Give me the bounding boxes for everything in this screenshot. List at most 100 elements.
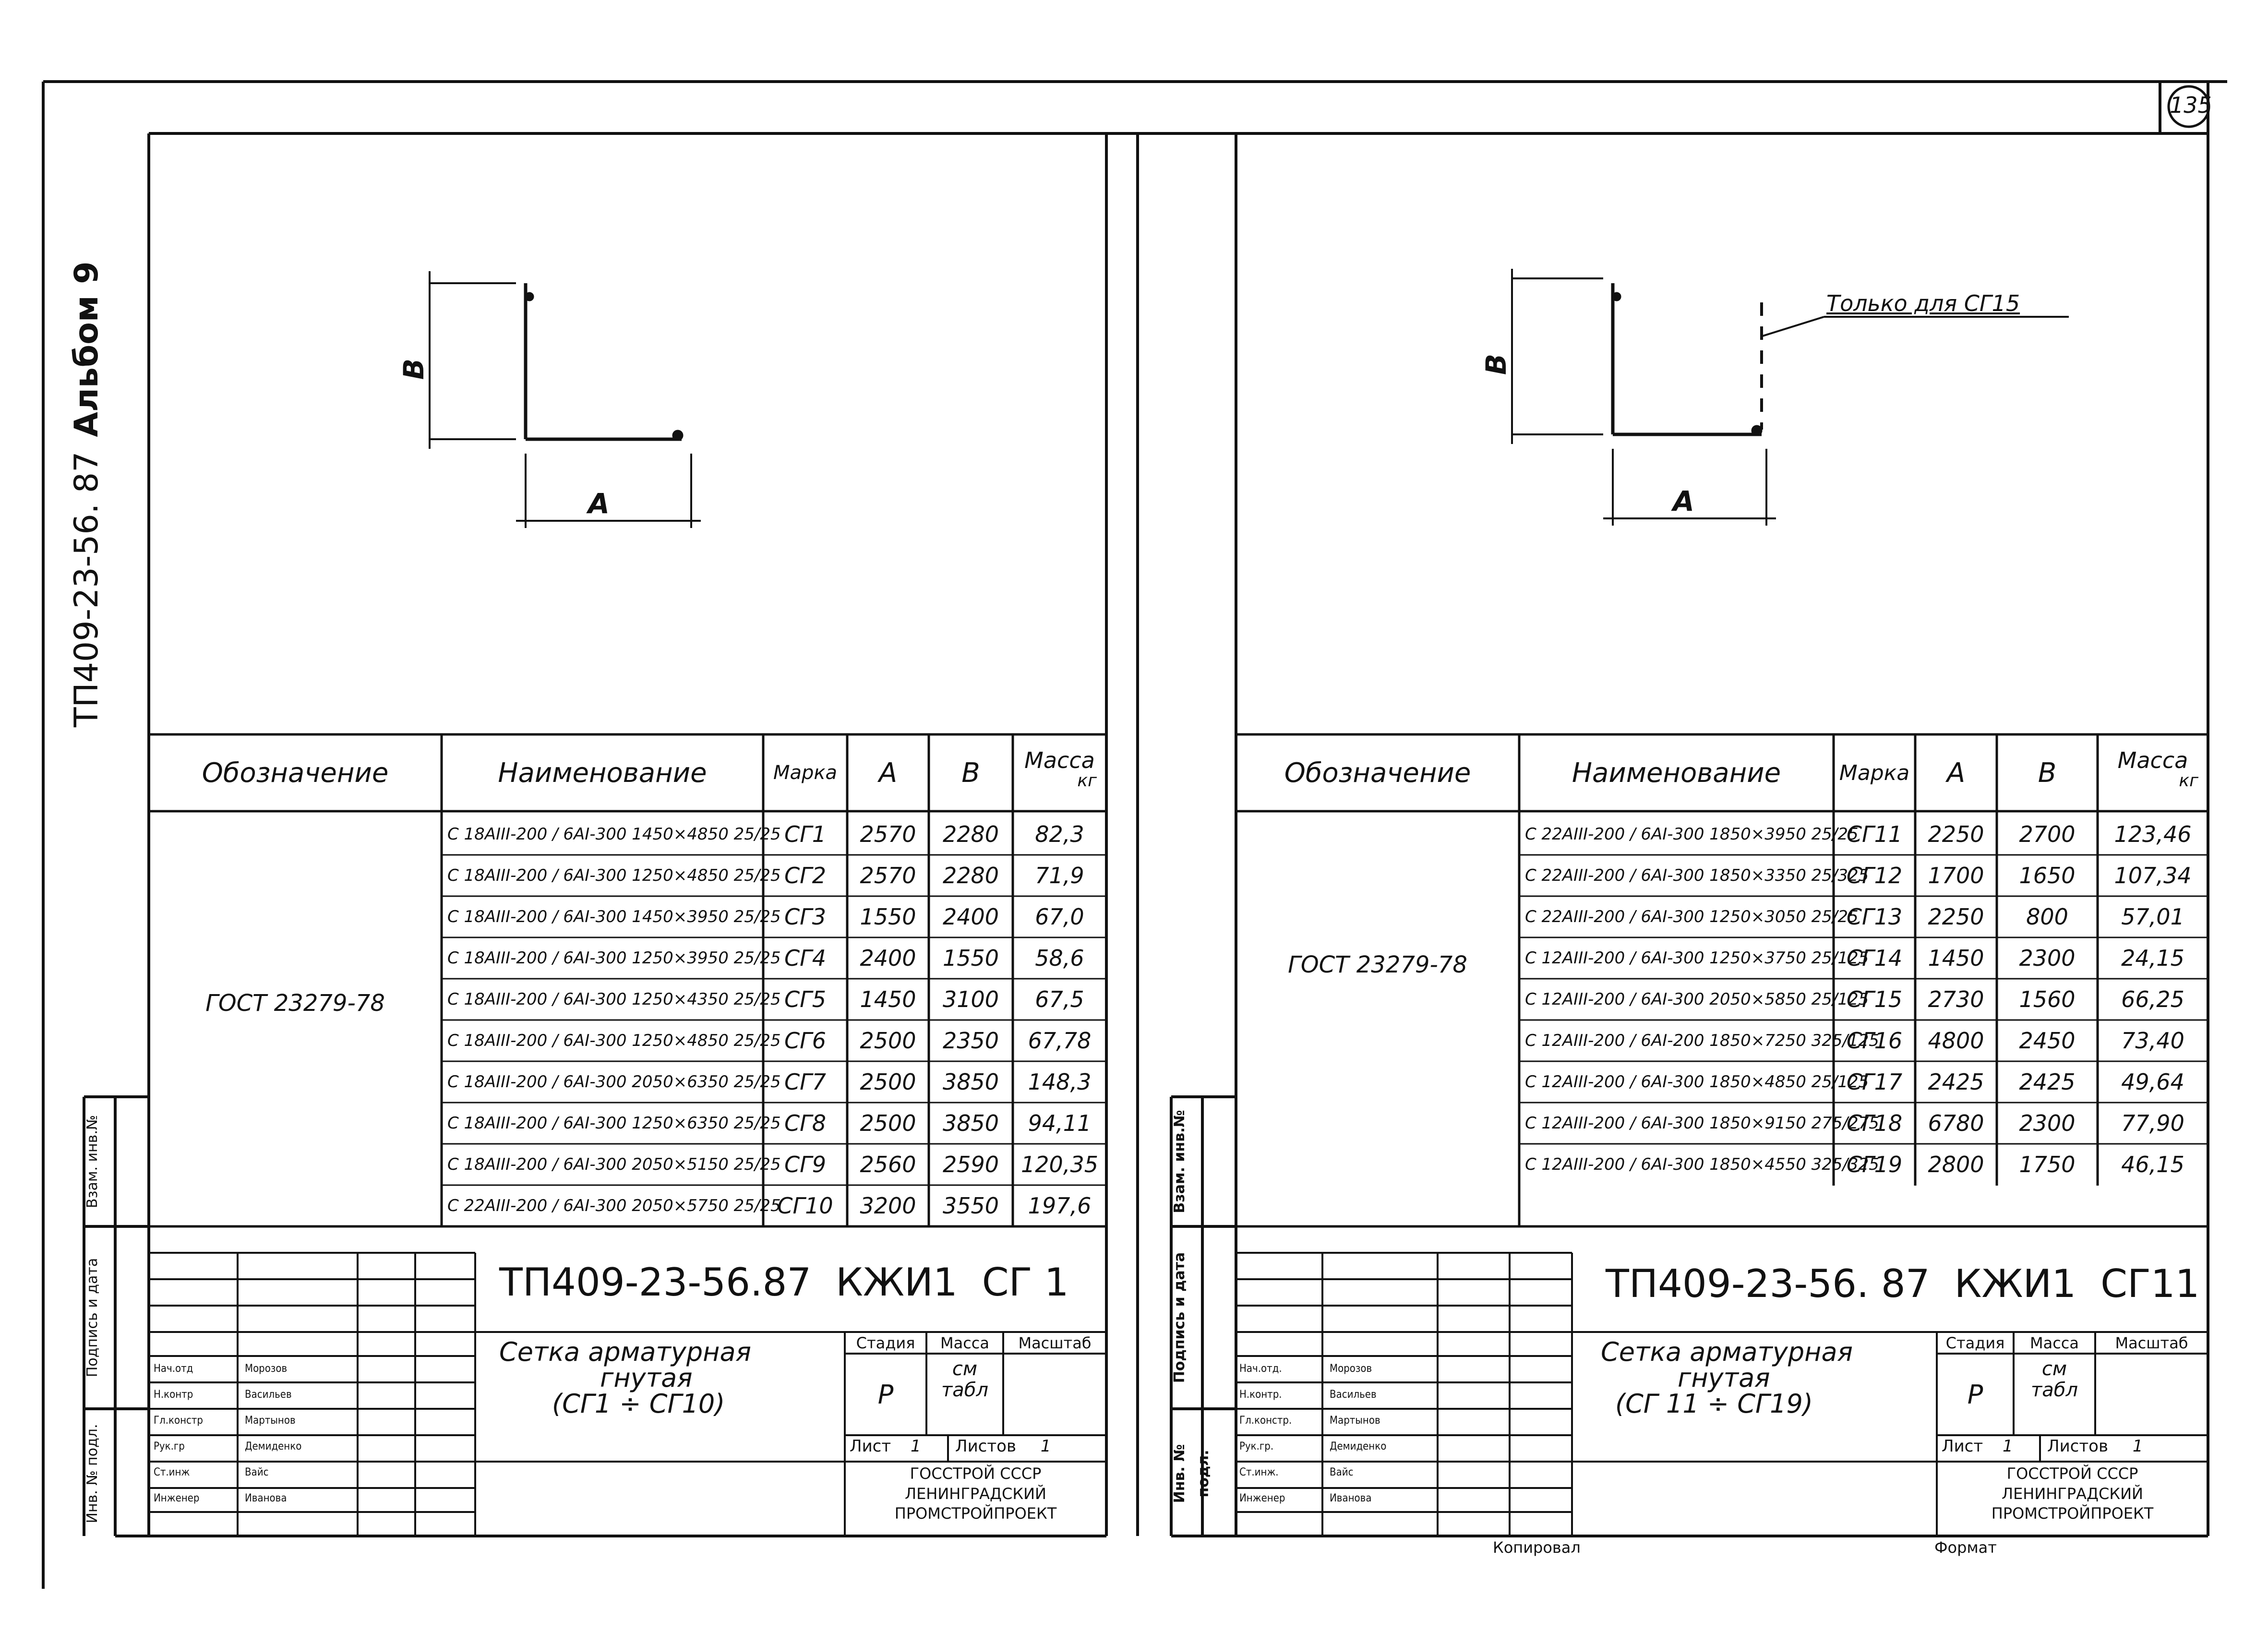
table-cell-b: 2425 [2019,1069,2076,1095]
table-cell-name: C 18AIII-200 / 6AI-300 1250×4850 25/25 [447,1031,781,1050]
staff-role: Ст.инж [154,1466,190,1478]
left-sheet-label: Лист [850,1437,891,1456]
left-dim-a: A [588,487,610,520]
side-stamp: ТП409-23-56. 87 Альбом 9 [65,103,108,727]
table-cell-b: 2590 [942,1152,999,1177]
left-sheet-value: 1 [910,1437,921,1456]
table-cell-mass: 73,40 [2121,1028,2184,1054]
table-cell-a: 2800 [1928,1152,1984,1177]
table-cell-mark: СГ16 [1846,1028,1903,1054]
left-mass-label: Масса [940,1333,989,1352]
table-cell-b: 2280 [942,821,999,847]
table-cell-mark: СГ19 [1846,1152,1903,1177]
footer-format: Формат [1934,1538,1997,1557]
right-side-inv: Инв. № подл. [1171,1444,1212,1503]
table-cell-name: C 18AIII-200 / 6AI-300 2050×6350 25/25 [447,1072,781,1092]
table-cell-mark: СГ17 [1846,1069,1903,1095]
right-code: ТП409-23-56. 87 КЖИ1 СГ11 [1606,1261,2200,1306]
table-cell-mark: СГ9 [784,1152,826,1177]
table-cell-name: C 12AIII-200 / 6AI-300 1250×3750 25/125 [1525,948,1869,968]
left-side-vzam: Взам. инв.№ [84,1115,101,1209]
table-cell-mark: СГ1 [784,821,826,847]
table-cell-mass: 67,78 [1028,1028,1092,1054]
table-cell-b: 2350 [942,1028,999,1054]
right-side-vzam: Взам. инв.№ [1171,1110,1188,1213]
staff-role: Н.контр. [1239,1389,1282,1401]
right-side-podpis: Подпись и дата [1171,1252,1188,1383]
right-sheet-value: 1 [2002,1437,2013,1456]
left-mass-line2: табл [941,1379,989,1401]
table-cell-a: 3200 [860,1193,916,1219]
right-org2: ЛЕНИНГРАДСКИЙ [2002,1484,2143,1503]
right-dim-a: A [1673,485,1694,517]
table-cell-a: 2250 [1928,821,1984,847]
right-sheet-info: Лист 1 [1942,1437,2013,1456]
left-sheets-label: Листов [955,1437,1017,1456]
table-cell-mark: СГ18 [1846,1110,1903,1136]
staff-role: Рук.гр. [1239,1440,1274,1452]
table-cell-mass: 58,6 [1035,945,1084,971]
right-designation: ГОСТ 23279-78 [1288,951,1467,978]
table-cell-name: C 12AIII-200 / 6AI-300 1850×4850 25/125 [1525,1072,1869,1092]
staff-name: Демиденко [1330,1440,1387,1452]
staff-role: Рук.гр [154,1440,185,1452]
left-sheet-info: Лист 1 [850,1437,921,1456]
table-cell-mass: 82,3 [1035,821,1084,847]
table-cell-mass: 120,35 [1021,1152,1098,1177]
left-sheets-value: 1 [1040,1437,1051,1456]
staff-name: Васильев [245,1389,292,1401]
table-cell-mark: СГ3 [784,904,826,930]
table-cell-b: 3100 [942,986,999,1012]
right-mesh-sketch [1611,283,1763,436]
right-mass: см табл [2014,1358,2095,1401]
staff-role: Нач.отд. [1239,1363,1282,1375]
table-cell-mark: СГ5 [784,986,826,1012]
left-scale-label: Масштаб [1018,1333,1092,1352]
side-stamp-code: ТП409-23-56. 87 [67,451,106,727]
left-header-name: Наименование [498,757,707,789]
table-cell-name: C 18AIII-200 / 6AI-300 1450×4850 25/25 [447,825,781,844]
right-dim-b: B [1480,353,1513,375]
table-cell-name: C 22AIII-200 / 6AI-300 1850×3950 25/25 [1525,825,1859,844]
table-cell-a: 2400 [860,945,916,971]
table-cell-mark: СГ7 [784,1069,826,1095]
table-cell-a: 2500 [860,1110,916,1136]
right-sheet-label: Лист [1942,1437,1983,1456]
staff-role: Нач.отд [154,1363,193,1375]
table-cell-b: 800 [2026,904,2068,930]
staff-name: Иванова [245,1492,287,1504]
right-mass-label: Масса [2029,1333,2079,1352]
table-cell-name: C 18AIII-200 / 6AI-300 1250×3950 25/25 [447,948,781,968]
table-cell-b: 2450 [2019,1028,2076,1054]
side-stamp-album: Альбом 9 [67,261,106,437]
left-sheets-info: Листов 1 [955,1437,1051,1456]
right-org: ГОССТРОЙ СССР ЛЕНИНГРАДСКИЙ ПРОМСТРОЙПРО… [1937,1464,2208,1524]
table-cell-a: 2500 [860,1028,916,1054]
left-header-designation: Обозначение [202,757,389,789]
table-cell-name: C 22AIII-200 / 6AI-300 1850×3350 25/325 [1525,866,1869,885]
right-header-mass-label: Масса [2117,747,2188,773]
left-header-mass-unit: кг [1077,771,1097,791]
right-sheets-value: 1 [2132,1437,2143,1456]
table-cell-mass: 197,6 [1028,1193,1092,1219]
table-cell-a: 6780 [1928,1110,1984,1136]
table-cell-name: C 18AIII-200 / 6AI-300 1250×6350 25/25 [447,1114,781,1133]
table-cell-mark: СГ15 [1846,986,1903,1012]
staff-role: Гл.констр. [1239,1415,1292,1427]
right-note: Только для СГ15 [1826,290,2020,316]
table-cell-a: 2570 [860,863,916,888]
table-cell-b: 2300 [2019,1110,2076,1136]
right-title-line1: Сетка арматурная [1601,1337,1853,1367]
table-cell-mark: СГ6 [784,1028,826,1054]
table-cell-b: 1750 [2019,1152,2076,1177]
right-org1: ГОССТРОЙ СССР [2006,1464,2138,1483]
table-cell-b: 2300 [2019,945,2076,971]
table-cell-b: 1650 [2019,863,2076,888]
table-cell-b: 2280 [942,863,999,888]
right-mass-line1: см [2041,1358,2067,1380]
left-header-mass-label: Масса [1024,747,1095,773]
left-side-podpis: Подпись и дата [84,1258,101,1378]
table-cell-mark: СГ12 [1846,863,1903,888]
table-cell-mass: 66,25 [2121,986,2184,1012]
page-number: 135 [2170,92,2212,118]
